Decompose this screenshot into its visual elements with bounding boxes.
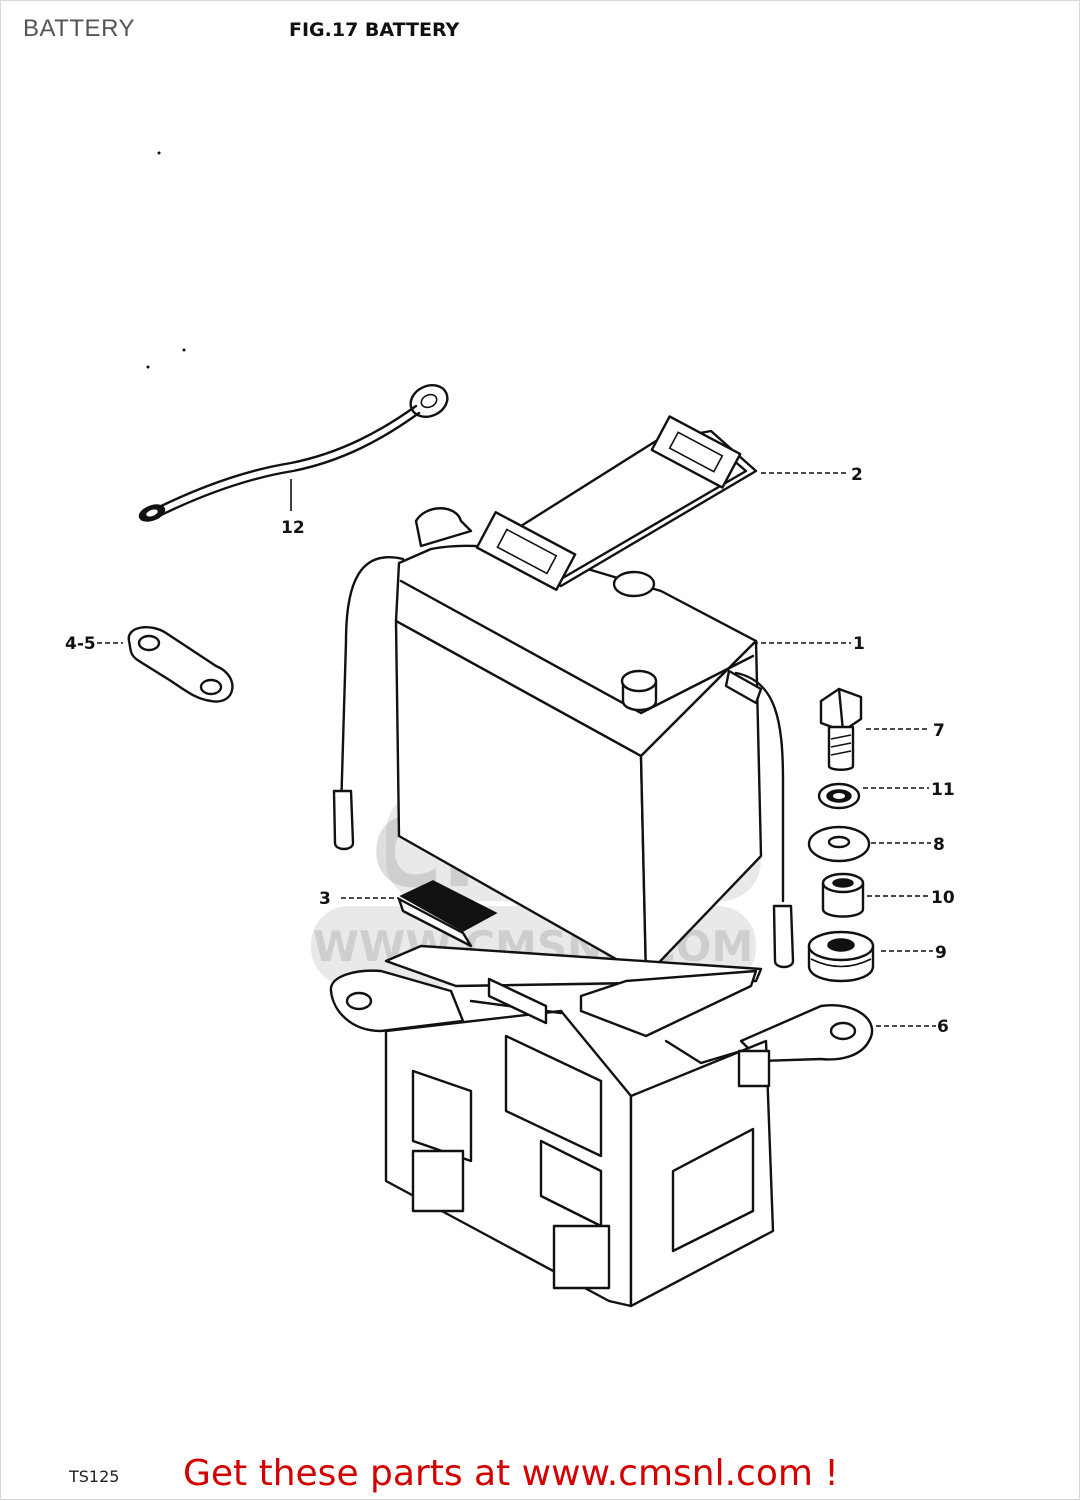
part-10-collar [821,872,865,918]
callout-1: 1 [853,634,865,654]
part-7-bolt [819,687,863,771]
callout-8: 8 [933,835,945,855]
callout-12: 12 [281,518,305,538]
model-code: TS125 [69,1467,120,1486]
part-11-lock-washer [817,782,861,810]
callout-6: 6 [937,1017,949,1037]
get-parts-link[interactable]: Get these parts at www.cmsnl.com ! [183,1453,839,1494]
part-12-wire-lead [138,384,449,522]
callout-7: 7 [933,721,945,741]
callout-11: 11 [931,780,955,800]
part-9-grommet [807,930,875,983]
page-title: BATTERY [23,15,135,42]
part-8-washer [807,825,871,863]
part-6-battery-holder [329,944,874,1308]
scan-specks [146,151,186,369]
callout-2: 2 [851,465,863,485]
part-4-5-link-plate [127,625,234,703]
callout-3: 3 [319,889,331,909]
callout-10: 10 [931,888,955,908]
callout-9: 9 [935,943,947,963]
figure-title: FIG.17 BATTERY [289,19,460,41]
part-1-battery [332,507,795,978]
part-2-battery-strap [475,415,758,591]
part-3-rubber-pad [397,880,498,948]
callout-4-5: 4-5 [65,634,96,654]
